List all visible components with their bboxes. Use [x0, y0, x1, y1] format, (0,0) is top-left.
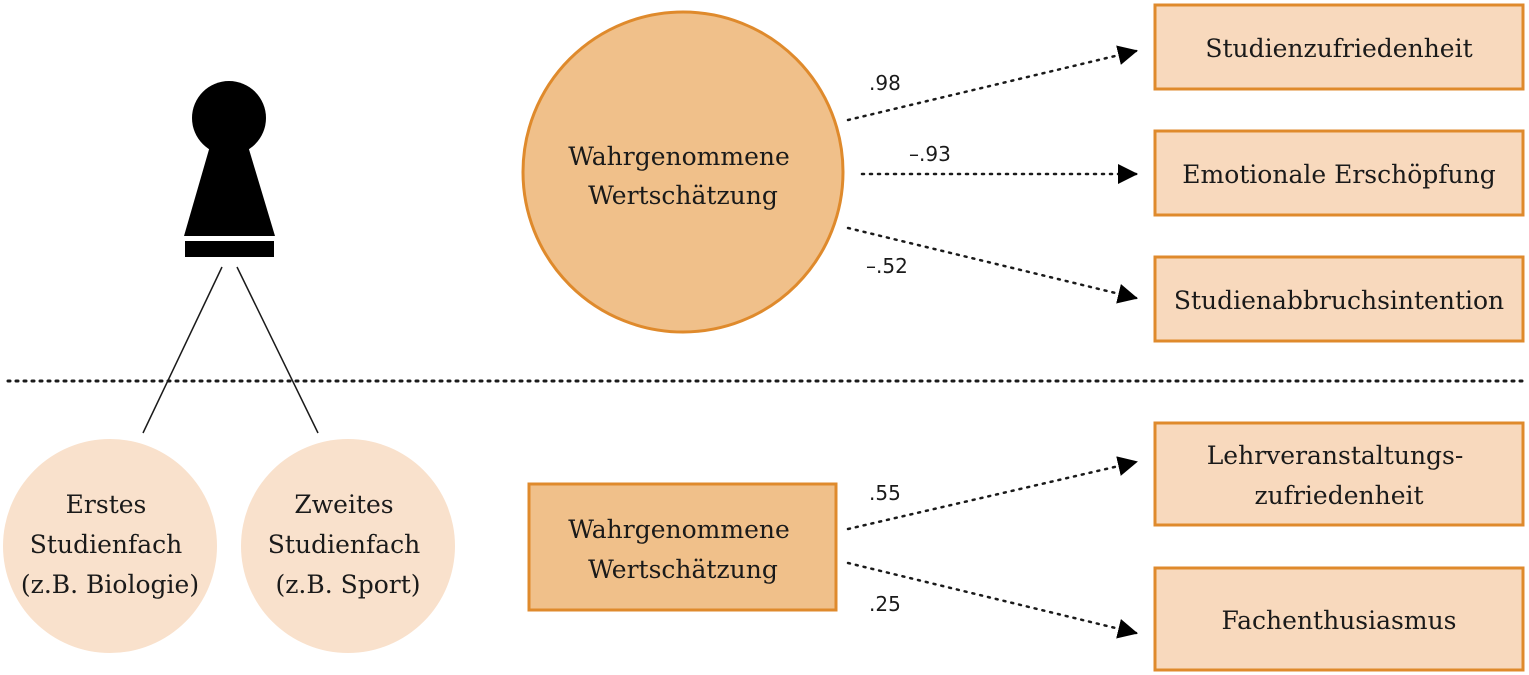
subject-first-line-2: Studienfach	[30, 530, 182, 559]
bottom-outcome-1-line-2: zufriedenheit	[1254, 481, 1423, 510]
top-coefficient-1: .98	[869, 71, 901, 95]
bottom-outcome-1-line-1: Lehrveranstaltungs-	[1207, 441, 1464, 470]
subject-first-line-1: Erstes	[66, 490, 147, 519]
subject-second-line-2: Studienfach	[268, 530, 420, 559]
subject-second-line-1: Zweites	[294, 490, 393, 519]
top-outcome-3: Studienabbruchsintention	[1153, 255, 1525, 343]
bottom-outcome-2: Fachenthusiasmus	[1153, 566, 1525, 672]
svg-text:Emotionale Erschöpfung: Emotionale Erschöpfung	[1182, 160, 1496, 189]
bottom-outcome-1: Lehrveranstaltungs- zufriedenheit	[1153, 421, 1525, 527]
bottom-outcome-2-label: Fachenthusiasmus	[1222, 606, 1457, 635]
bottom-path-1	[846, 456, 1138, 531]
subject-circle-first	[3, 439, 217, 653]
subject-second-line-3: (z.B. Sport)	[275, 570, 420, 599]
bottom-path-2	[846, 561, 1138, 639]
svg-text:Lehrveranstaltungs- zufr: Lehrveranstaltungs- zufriedenheit	[1207, 441, 1472, 510]
top-outcome-2-label: Emotionale Erschöpfung	[1182, 160, 1496, 189]
bottom-predictor-node: Wahrgenommene Wertschätzung	[527, 482, 838, 612]
top-outcome-1-label: Studienzufriedenheit	[1205, 34, 1472, 63]
svg-text:Erstes Studienfach: Erstes Studienfach (z.B. Biologie)	[21, 490, 199, 599]
person-pawn-icon	[184, 81, 275, 257]
top-predictor-line-2: Wertschätzung	[588, 181, 778, 210]
svg-text:Zweites Studienfach: Zweites Studienfach (z.B. Sport)	[268, 490, 428, 599]
bottom-coefficient-1: .55	[869, 481, 901, 505]
subject-first-line-3: (z.B. Biologie)	[21, 570, 199, 599]
svg-text:Wahrgenommene Wertschätz: Wahrgenommene Wertschätzung	[568, 142, 798, 210]
top-outcome-1: Studienzufriedenheit	[1153, 3, 1525, 91]
top-outcome-box-1	[1153, 3, 1525, 91]
bottom-predictor-line-2: Wertschätzung	[588, 555, 778, 584]
top-outcome-2: Emotionale Erschöpfung	[1153, 129, 1525, 217]
top-outcome-box-2	[1153, 129, 1525, 217]
top-predictor-node: Wahrgenommene Wertschätzung	[521, 10, 845, 334]
bottom-predictor-line-1: Wahrgenommene	[568, 515, 790, 544]
subject-circle-second	[241, 439, 455, 653]
top-predictor-line-1: Wahrgenommene	[568, 142, 790, 171]
svg-text:Studienabbruchsintention: Studienabbruchsintention	[1174, 286, 1504, 315]
top-path-3	[846, 226, 1138, 304]
svg-text:Studienzufriedenheit: Studienzufriedenheit	[1205, 34, 1472, 63]
subject-node-second: Zweites Studienfach (z.B. Sport)	[241, 439, 455, 653]
svg-text:Wahrgenommene Wertschätz: Wahrgenommene Wertschätzung	[568, 515, 798, 584]
subject-node-first: Erstes Studienfach (z.B. Biologie)	[3, 439, 217, 653]
person-subject-link-2	[236, 266, 319, 434]
top-coefficient-3: –.52	[866, 254, 908, 278]
bottom-outcome-box-1	[1153, 421, 1525, 527]
top-outcome-3-label: Studienabbruchsintention	[1174, 286, 1504, 315]
bottom-predictor-box	[527, 482, 838, 612]
bottom-outcome-box-2	[1153, 566, 1525, 672]
top-predictor-circle	[521, 10, 845, 334]
bottom-coefficient-2: .25	[869, 592, 901, 616]
top-outcome-box-3	[1153, 255, 1525, 343]
person-subject-link-1	[142, 266, 223, 434]
svg-text:Fachenthusiasmus: Fachenthusiasmus	[1222, 606, 1457, 635]
top-path-1	[846, 45, 1138, 122]
top-coefficient-2: –.93	[909, 142, 951, 166]
